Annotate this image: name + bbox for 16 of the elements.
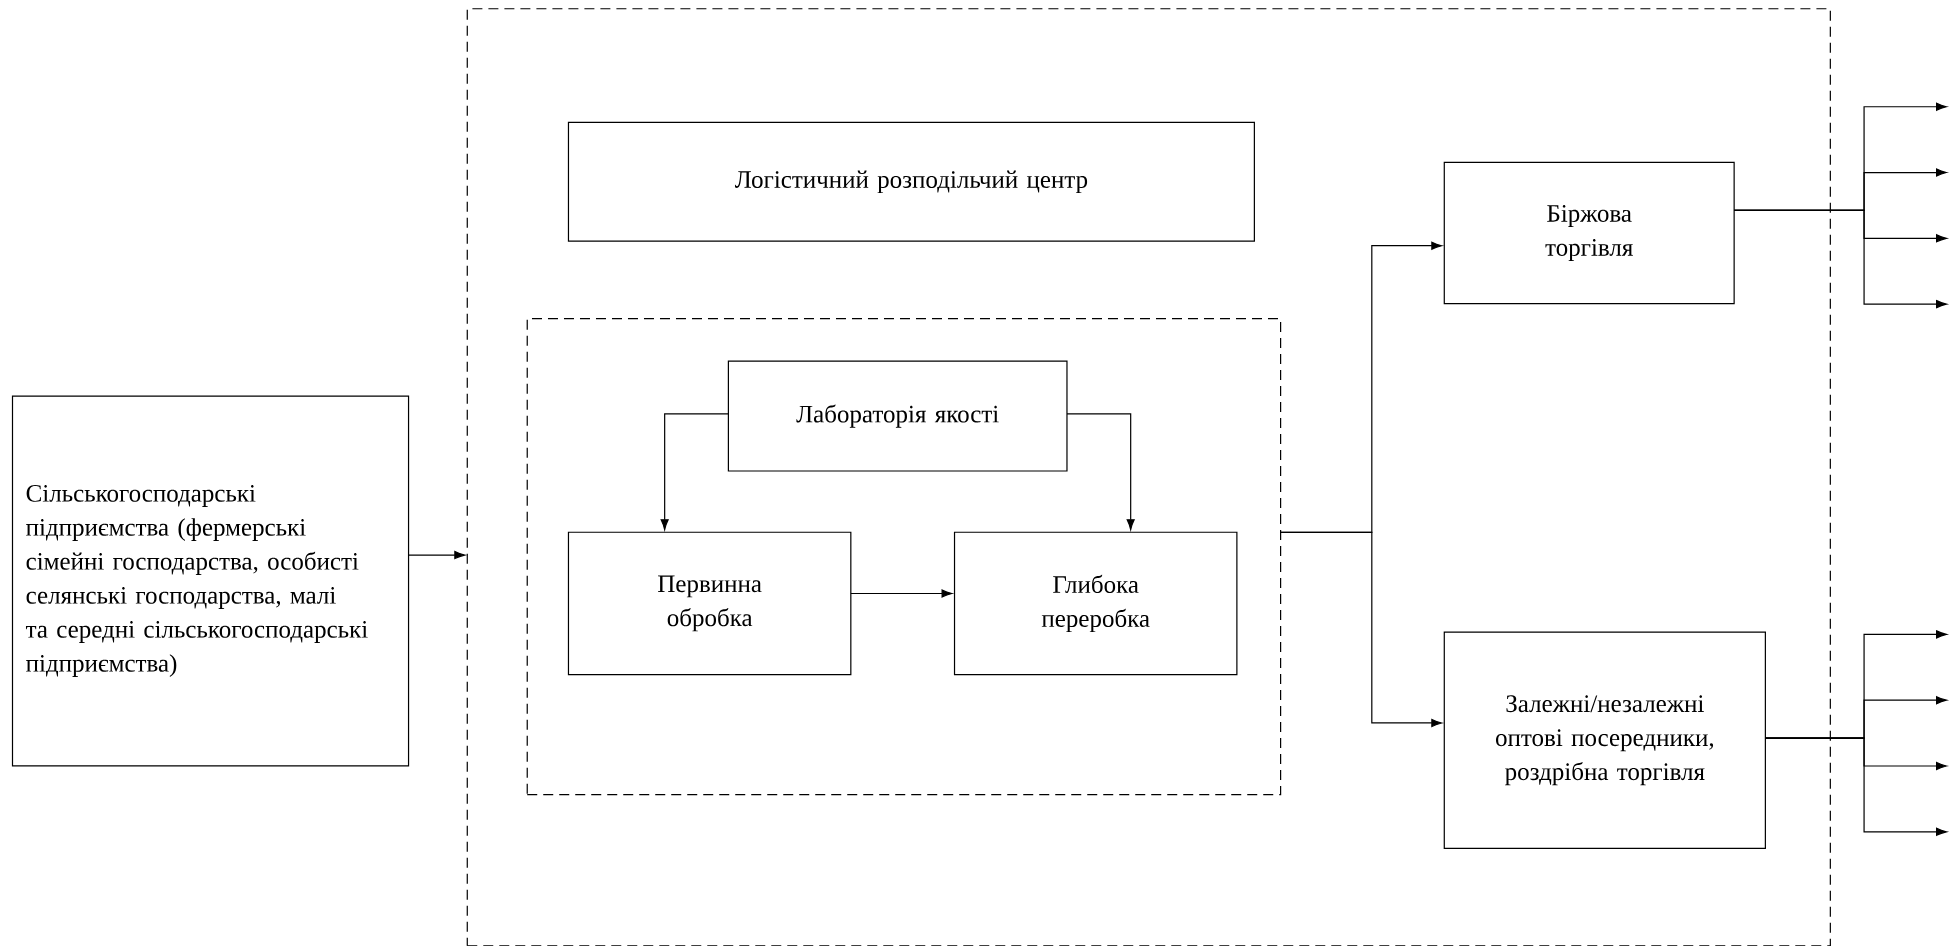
- arrow: [1733, 209, 1947, 309]
- arrow: [1066, 413, 1135, 531]
- process-box: Логістичний розподільчий центр: [567, 121, 1255, 242]
- process-box: Залежні/незалежні оптові посередники, роздрібна торгівля: [1443, 631, 1766, 849]
- process-box: Первинна обробка: [567, 531, 852, 676]
- arrow: [660, 413, 729, 531]
- arrow: [850, 589, 953, 598]
- process-box: Лабораторія якості: [727, 360, 1068, 472]
- arrow: [407, 551, 466, 560]
- process-box: Глибока переробка: [953, 531, 1238, 676]
- dashed-frame: [466, 8, 1831, 946]
- arrow: [1280, 531, 1443, 728]
- arrow: [1764, 737, 1947, 836]
- dashed-frame: [526, 318, 1282, 796]
- process-box: Біржова торгівля: [1443, 161, 1735, 305]
- source-box: Сільськогосподарські підприємства (фермерські сімейні господарства, особисті селянські господарства, малі та середні сільськогосподарські підприємства): [11, 395, 410, 767]
